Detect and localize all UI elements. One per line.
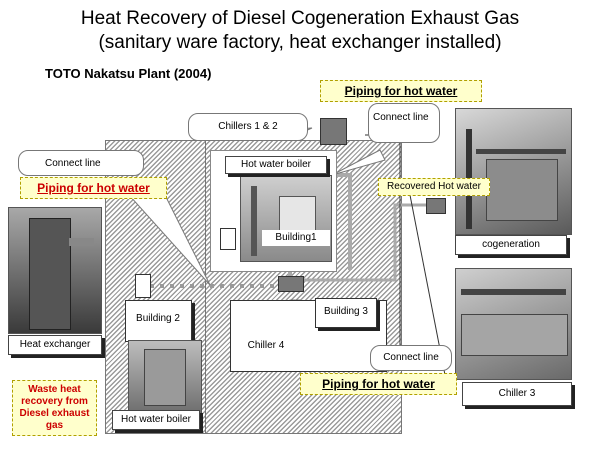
- title-line-1: Heat Recovery of Diesel Cogeneration Exh…: [80, 8, 520, 29]
- chiller-equipment-box: [320, 118, 347, 145]
- building3-label: Building 3: [318, 304, 374, 320]
- heat-exchanger-label: Heat exchanger: [8, 335, 102, 355]
- callout-pointer-left: [118, 184, 211, 286]
- heat-exchanger-photo: [8, 207, 102, 334]
- building2-label: Building 2: [128, 311, 188, 327]
- cogeneration-photo: [455, 108, 572, 235]
- building1-label: Building1: [262, 230, 330, 246]
- hot-water-boiler-label-top: Hot water boiler: [225, 156, 327, 174]
- hot-water-boiler-label-bottom: Hot water boiler: [112, 410, 200, 430]
- recovered-hot-water-label: Recovered Hot water: [378, 178, 490, 196]
- chiller3-label: Chiller 3: [462, 382, 572, 406]
- connect-line-callout-left: Connect line: [18, 150, 144, 176]
- waste-heat-label: Waste heat recovery from Diesel exhaust …: [12, 380, 97, 436]
- title-line-2: (sanitary ware factory, heat exchanger i…: [98, 32, 502, 53]
- chillers-12-callout: Chillers 1 & 2: [188, 113, 308, 141]
- piping-label-bottom: Piping for hot water: [300, 373, 457, 395]
- connect-line-callout-top: Connect line: [368, 103, 440, 143]
- plant-name: TOTO Nakatsu Plant (2004): [45, 66, 212, 81]
- piping-label-top: Piping for hot water: [320, 80, 482, 102]
- boiler-photo-top: [240, 175, 332, 262]
- connect-line-callout-bottom: Connect line: [370, 345, 452, 371]
- chiller4-equipment-box: [278, 276, 304, 292]
- callout-pointer-top: [331, 149, 386, 176]
- chiller3-photo: [455, 268, 572, 380]
- piping-label-left: Piping for hot water: [20, 177, 167, 199]
- recovered-hot-water-box: [426, 198, 446, 214]
- chiller4-label: Chiller 4: [236, 338, 296, 354]
- boiler-photo-bottom: [128, 340, 202, 414]
- cogeneration-label: cogeneration: [455, 235, 567, 255]
